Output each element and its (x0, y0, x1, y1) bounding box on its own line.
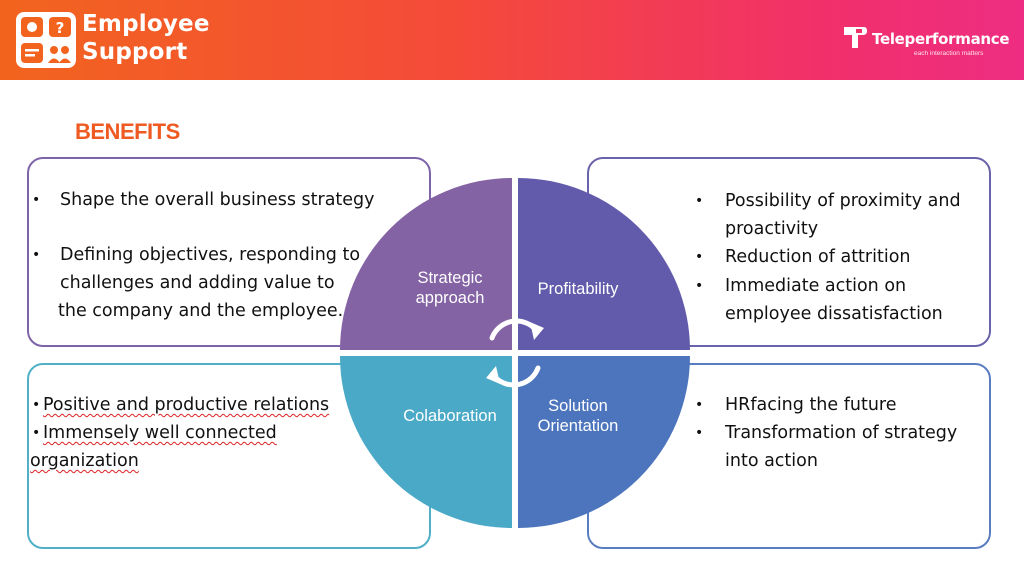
arrow-head-top (530, 322, 544, 340)
br-bullet-1: HRfacing the future (725, 395, 897, 415)
label-colaboration: Colaboration (403, 407, 497, 425)
bullet-marker: • (32, 425, 41, 441)
brand-title: Employee Support (82, 10, 210, 66)
quadrant-colaboration (340, 356, 512, 528)
tr-bullet-3-line-2: employee dissatisfaction (725, 304, 943, 324)
tl-bullet-2-line-3: the company and the employee. (58, 301, 344, 321)
tr-bullet-3-line-1: Immediate action on (725, 276, 907, 296)
benefits-cycle-diagram (340, 178, 690, 528)
bullet-marker: • (695, 193, 704, 209)
svg-text:?: ? (56, 19, 65, 37)
bullet-marker: • (695, 278, 704, 294)
quadrant-strategic (340, 178, 512, 350)
bl-bullet-2-line-1: Immensely well connected (43, 423, 277, 443)
quadrant-profitability (518, 178, 690, 350)
teleperformance-logo: Teleperformance each interaction matters (842, 24, 1012, 64)
brand-line-1: Employee (82, 11, 210, 37)
br-bullet-2-line-2: into action (725, 451, 818, 471)
bullet-marker: • (695, 249, 704, 265)
bullet-marker: • (695, 425, 704, 441)
label-solution-orientation: Solution Orientation (528, 396, 628, 436)
label-strategic-approach: Strategic approach (400, 268, 500, 308)
arrow-head-bottom (486, 366, 500, 384)
tl-bullet-2-line-1: Defining objectives, responding to (60, 245, 361, 265)
bullet-marker: • (32, 192, 41, 208)
company-tagline: each interaction matters (914, 50, 984, 57)
quadrant-solution (518, 356, 690, 528)
bl-bullet-2-line-2: organization (30, 451, 139, 471)
tl-bullet-1: Shape the overall business strategy (60, 190, 375, 210)
strategic-line-2: approach (415, 289, 485, 307)
employee-support-icon: ? (16, 12, 76, 68)
bullet-marker: • (695, 397, 704, 413)
brand-line-2: Support (82, 39, 188, 65)
strategic-line-1: Strategic (417, 269, 483, 287)
bl-bullet-1: Positive and productive relations (43, 395, 330, 415)
tr-bullet-1-line-2: proactivity (725, 219, 819, 239)
header-bar: ? Employee Support Teleperformance each … (0, 0, 1024, 80)
solution-line-2: Orientation (537, 417, 619, 435)
tr-bullet-1-line-1: Possibility of proximity and (725, 191, 961, 211)
bullet-marker: • (32, 247, 41, 263)
solution-line-1: Solution (548, 397, 608, 415)
tp-logo-icon (844, 27, 867, 48)
tl-bullet-2-line-2: challenges and adding value to (60, 273, 335, 293)
company-name: Teleperformance (872, 30, 1010, 48)
bullet-marker: • (32, 397, 41, 413)
tr-bullet-2: Reduction of attrition (725, 247, 911, 267)
label-profitability: Profitability (537, 280, 619, 298)
br-bullet-2-line-1: Transformation of strategy (725, 423, 958, 443)
page-title: BENEFITS (75, 119, 180, 144)
